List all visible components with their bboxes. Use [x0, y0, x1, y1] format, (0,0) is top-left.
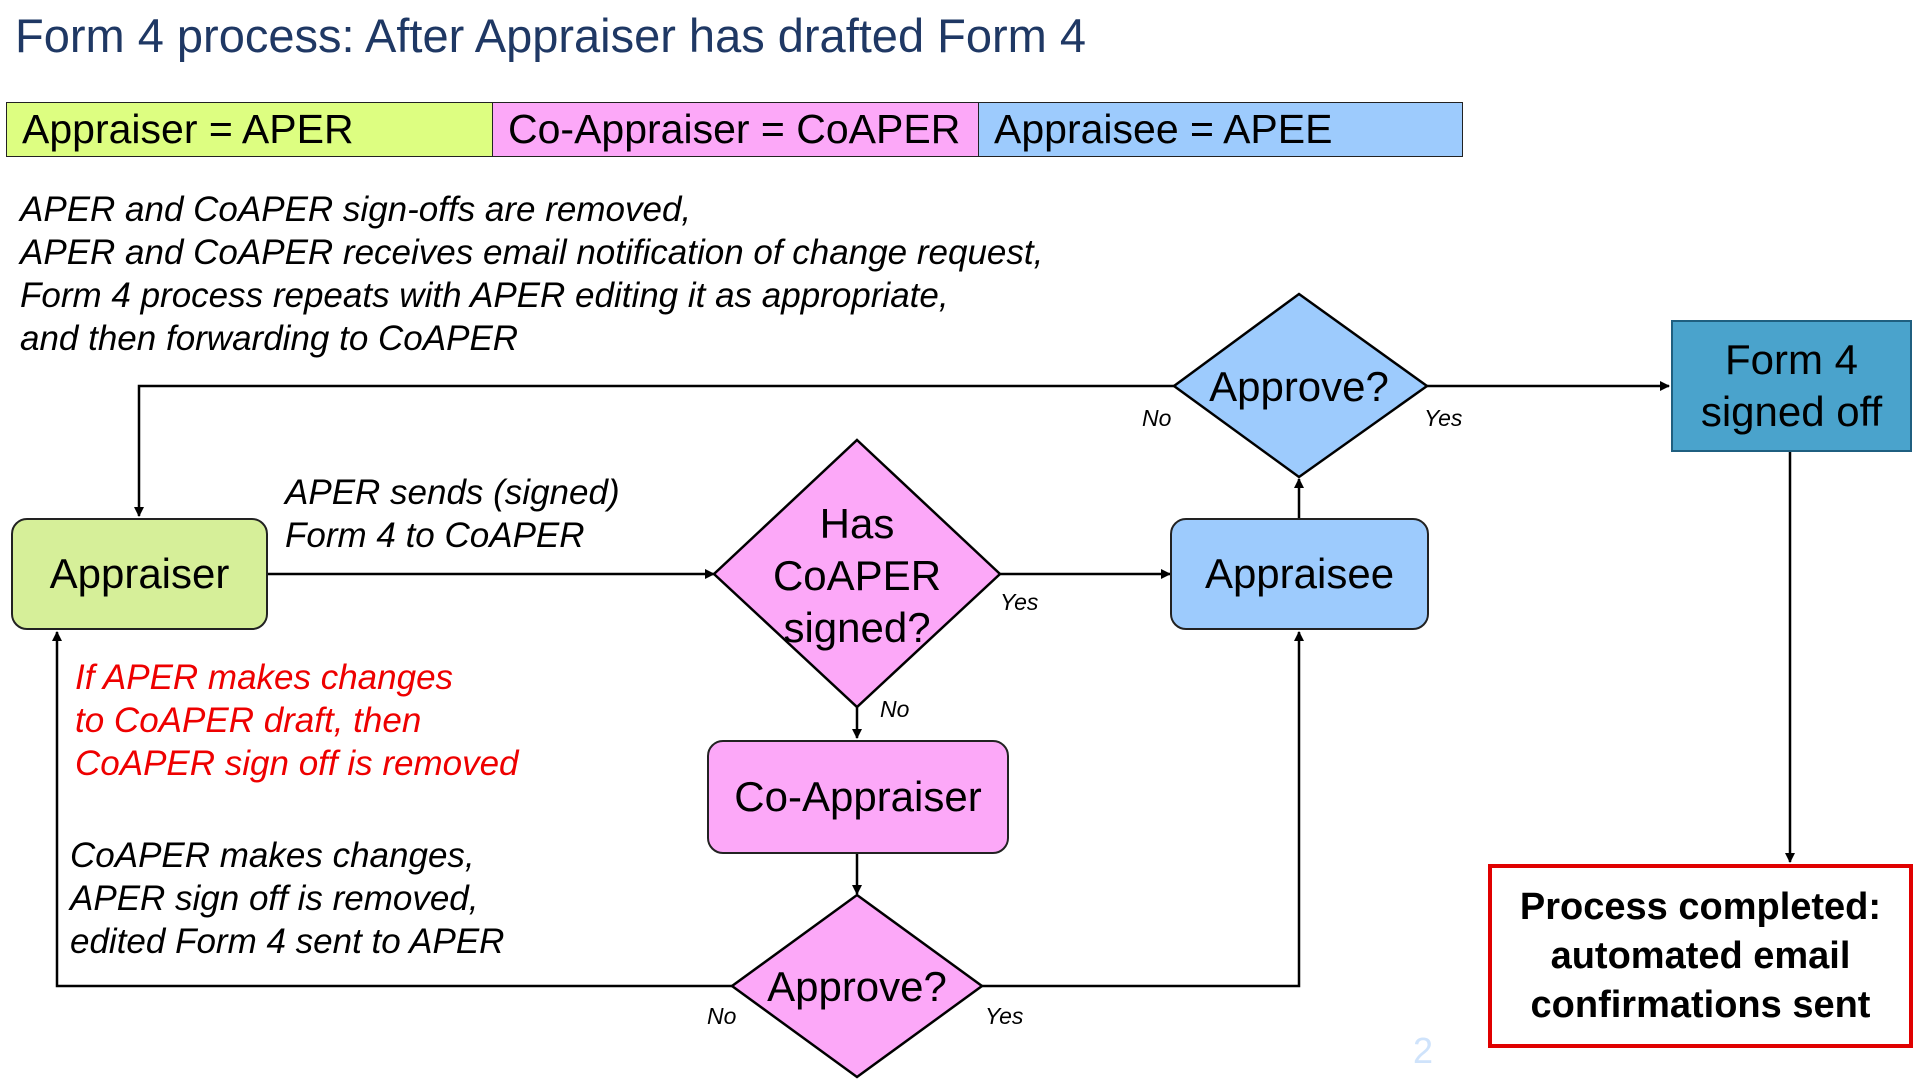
legend-aper: Appraiser = APER [7, 103, 493, 156]
note-aper-sends: APER sends (signed) Form 4 to CoAPER [285, 473, 620, 555]
signed-off-line-1: Form 4 [1724, 336, 1858, 383]
node-appraiser: Appraiser [11, 518, 268, 630]
label-apee-no: No [1142, 405, 1172, 431]
decision-apee-approve: Approve? [1209, 363, 1389, 410]
label-apee-yes: Yes [1424, 405, 1463, 431]
node-co-appraiser: Co-Appraiser [707, 740, 1009, 854]
edge-coaper-no-to-appraiser [52, 631, 732, 988]
decision-coaper-approve: Approve? [767, 963, 947, 1010]
node-process-completed: Process completed: automated email confi… [1488, 864, 1913, 1048]
node-form4-signed-off: Form 4 signed off [1671, 320, 1912, 452]
node-appraisee: Appraisee [1170, 518, 1429, 630]
edge-coaper-yes-to-appraisee [982, 631, 1304, 988]
label-decision-no: No [880, 696, 910, 722]
note-change-request: APER and CoAPER sign-offs are removed, A… [20, 190, 1044, 358]
edge-apee-no-to-appraiser [134, 384, 1174, 517]
note-coaper-changes: CoAPER makes changes, APER sign off is r… [70, 836, 505, 961]
note-red-aper-changes: If APER makes changes to CoAPER draft, t… [75, 658, 519, 783]
legend-coaper: Co-Appraiser = CoAPER [493, 103, 979, 156]
decision-coaper-approve-shape [729, 893, 985, 1079]
decision-apee-approve-shape [1171, 292, 1430, 479]
legend-apee: Appraisee = APEE [979, 103, 1462, 156]
signed-off-line-2: signed off [1700, 388, 1883, 435]
page-title: Form 4 process: After Appraiser has draf… [15, 9, 1086, 62]
label-decision-yes: Yes [1000, 589, 1039, 615]
label-coaper-no: No [707, 1003, 737, 1029]
role-legend: Appraiser = APER Co-Appraiser = CoAPER A… [6, 102, 1463, 157]
completed-line-3: confirmations sent [1530, 983, 1871, 1026]
decision-has-coaper-signed-shape [712, 438, 1002, 709]
decision-has-coaper-signed: Has CoAPER signed? [772, 500, 942, 651]
page-number: 2 [1413, 1030, 1434, 1071]
completed-line-1: Process completed: [1519, 885, 1882, 928]
label-coaper-yes: Yes [985, 1003, 1024, 1029]
completed-line-2: automated email [1550, 934, 1851, 977]
